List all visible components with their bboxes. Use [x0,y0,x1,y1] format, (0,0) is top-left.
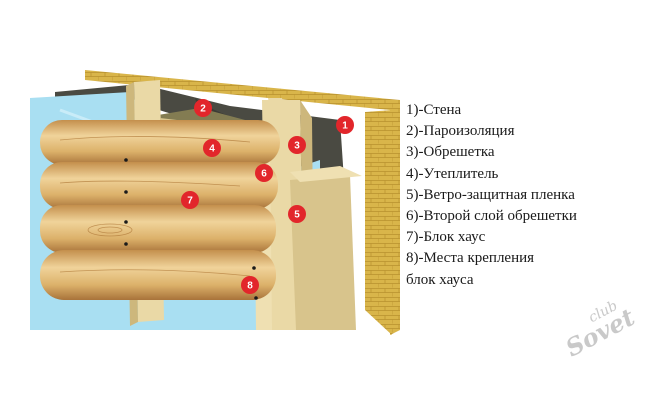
marker-6: 6 [255,164,273,182]
marker-circle [241,276,259,294]
marker-number: 2 [200,104,206,115]
legend-item-2: 2)-Пароизоляция [406,123,515,140]
marker-number: 4 [209,144,215,155]
marker-7: 7 [181,191,199,209]
legend-item-3: 3)-Обрешетка [406,144,495,161]
marker-number: 6 [261,169,267,180]
marker-circle [288,205,306,223]
marker-number: 7 [187,196,193,207]
wall-side [365,110,392,335]
marker-3: 3 [288,136,306,154]
legend: 1)-Стена 2)-Пароизоляция 3)-Обрешетка 4)… [406,100,577,291]
log-4 [40,250,276,300]
legend-item-5: 5)-Ветро-защитная пленка [406,186,575,203]
legend-item-8-cont: блок хауса [406,271,474,288]
legend-item-7: 7)-Блок хаус [406,229,486,246]
marker-circle [336,116,354,134]
legend-item-8: 8)-Места крепления [406,250,535,267]
marker-circle [203,139,221,157]
log-2 [40,162,278,209]
wall-layers-diagram: 1 2 3 4 5 6 7 8 [30,70,400,335]
watermark-logo: club Sovet [556,293,640,363]
second-batten-right [290,175,356,330]
wood-grain [59,136,251,277]
marker-circle [181,191,199,209]
marker-number: 5 [294,210,300,221]
marker-5: 5 [288,205,306,223]
legend-item-4: 4)-Утеплитель [406,165,499,182]
marker-circle [255,164,273,182]
legend-item-6: 6)-Второй слой обрешетки [406,208,577,225]
marker-number: 1 [342,121,348,132]
log-3 [40,205,276,253]
marker-4: 4 [203,139,221,157]
marker-circle [194,99,212,117]
marker-1: 1 [336,116,354,134]
second-batten-right-top [290,166,362,182]
log-1 [40,120,280,165]
marker-number: 8 [247,281,253,292]
marker-8: 8 [241,276,259,294]
marker-2: 2 [194,99,212,117]
marker-number: 3 [294,141,300,152]
marker-circle [288,136,306,154]
legend-item-1: 1)-Стена [406,102,462,118]
number-markers: 1 2 3 4 5 6 7 8 [181,99,354,294]
